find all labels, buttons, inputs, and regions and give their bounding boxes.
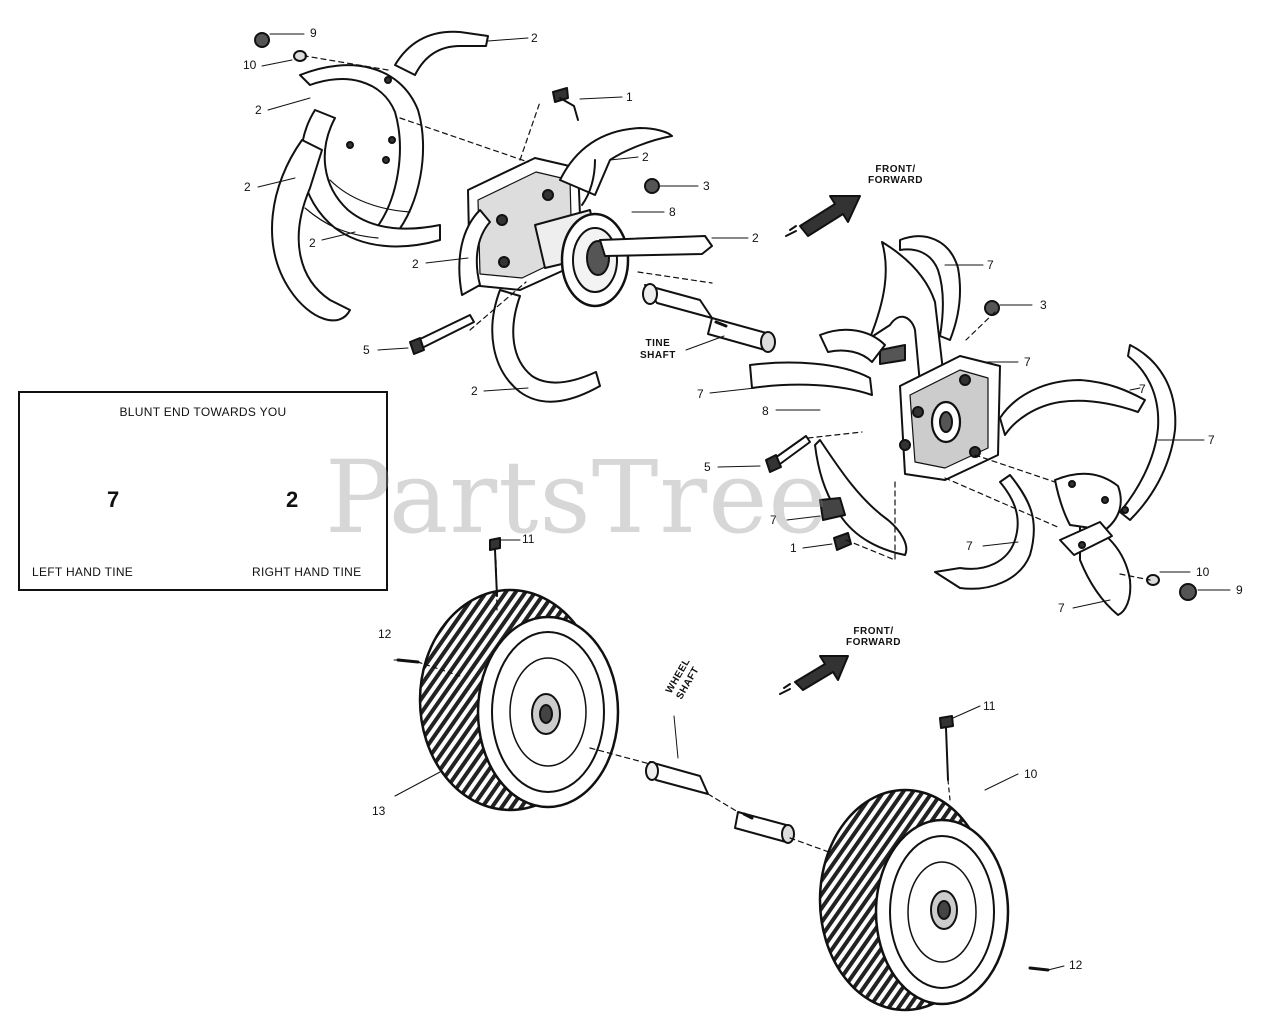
tine-shaft-label: TINE SHAFT	[640, 338, 676, 361]
callout-tine: 2	[752, 231, 759, 245]
callout-bolt: 5	[363, 343, 370, 357]
callout-nut: 3	[1040, 298, 1047, 312]
right-hand-tine-assembly	[254, 30, 713, 403]
callout-tine: 7	[1058, 601, 1065, 615]
leader-lines	[257, 33, 1231, 971]
left-hand-tine-caption: LEFT HAND TINE	[32, 565, 134, 579]
front-forward-label-top: FRONT/ FORWARD	[868, 164, 923, 186]
callout-bolt: 11	[983, 699, 996, 713]
front-arrow-top	[785, 195, 861, 237]
tine-shaft	[642, 283, 776, 353]
callout-tine: 2	[255, 103, 262, 117]
callout-tine: 7	[1139, 382, 1146, 396]
callout-tine: 7	[966, 539, 973, 553]
callout-wheel: 13	[372, 804, 386, 818]
callout-tine: 7	[987, 258, 994, 272]
callout-nut: 3	[703, 179, 710, 193]
callout-tine: 2	[412, 257, 419, 271]
inset-heading: BLUNT END TOWARDS YOU	[119, 405, 287, 419]
callout-tine: 2	[531, 31, 538, 45]
callout-pin: 12	[1069, 958, 1083, 972]
wheel-left	[396, 537, 620, 812]
wheel-right	[818, 715, 1050, 1012]
front-arrow-bottom	[779, 655, 849, 695]
callout-tine: 7	[770, 513, 777, 527]
callout-bolt: 1	[790, 541, 797, 555]
callout-tine: 7	[1208, 433, 1215, 447]
inset-left-number: 7	[107, 487, 120, 512]
callout-nut: 9	[310, 26, 317, 40]
callout-tine: 7	[697, 387, 704, 401]
front-forward-label-bottom: FRONT/ FORWARD	[846, 626, 901, 648]
callout-tine: 2	[244, 180, 251, 194]
callout-tine: 2	[309, 236, 316, 250]
callout-washer: 10	[243, 58, 257, 72]
callout-tine: 7	[1024, 355, 1031, 369]
callout-tine: 2	[642, 150, 649, 164]
callout-nut: 9	[1236, 583, 1243, 597]
tine-orientation-inset: BLUNT END TOWARDS YOU 7 2 LEFT HAND TINE…	[18, 391, 388, 591]
callout-hub: 8	[669, 205, 676, 219]
callout-washer: 10	[1196, 565, 1210, 579]
callout-bolt: 11	[522, 532, 535, 546]
right-hand-tine-caption: RIGHT HAND TINE	[252, 565, 362, 579]
wheel-shaft	[589, 747, 841, 857]
callout-bolt: 1	[626, 90, 633, 104]
callout-bolt: 5	[704, 460, 711, 474]
left-hand-tine-assembly	[749, 235, 1197, 616]
callout-tine: 2	[471, 384, 478, 398]
callout-hub: 8	[762, 404, 769, 418]
callout-pin: 12	[378, 627, 392, 641]
callout-wheel: 10	[1024, 767, 1038, 781]
inset-right-number: 2	[286, 487, 299, 512]
